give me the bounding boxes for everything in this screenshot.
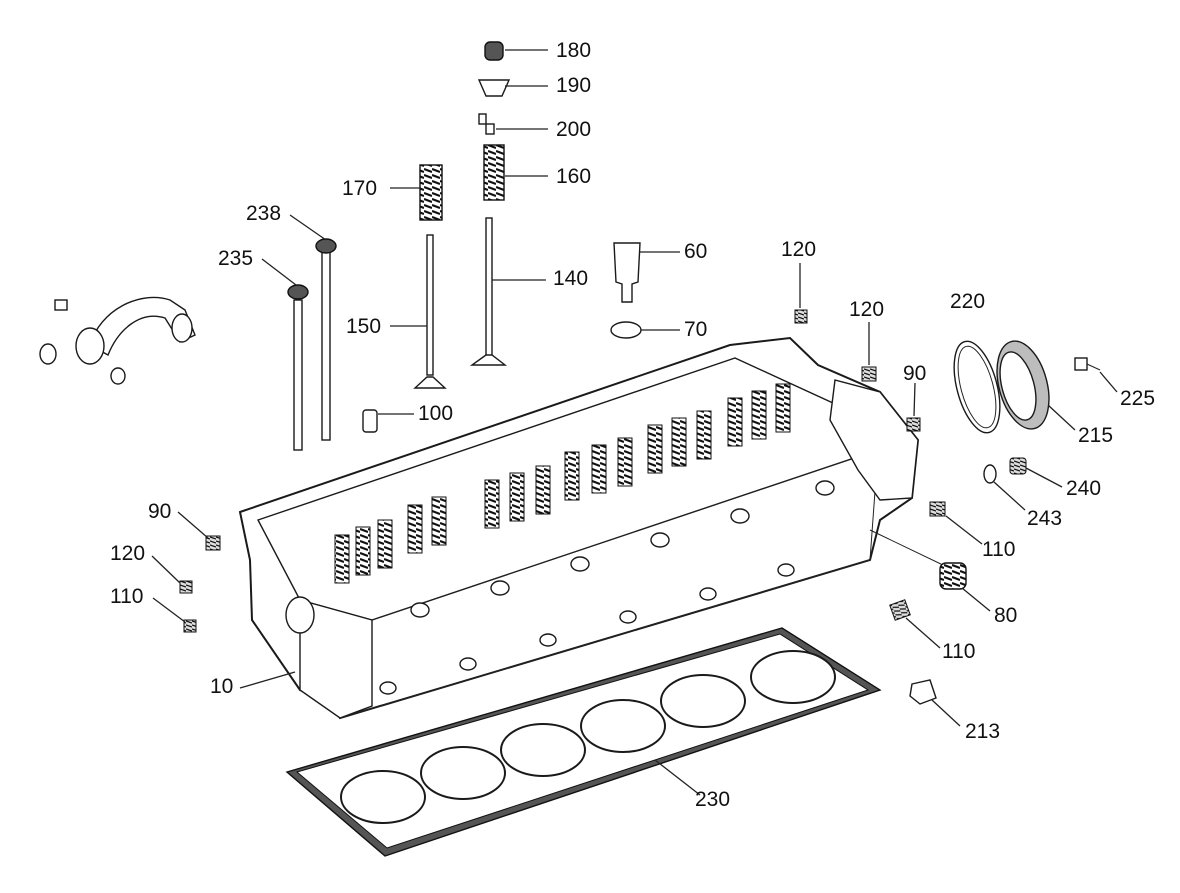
plug-120-right bbox=[861, 366, 877, 382]
label-230: 230 bbox=[695, 788, 730, 811]
label-235: 235 bbox=[218, 247, 253, 270]
label-150: 150 bbox=[346, 315, 381, 338]
label-225: 225 bbox=[1120, 387, 1155, 410]
label-120-left: 120 bbox=[110, 542, 145, 565]
label-140: 140 bbox=[553, 267, 588, 290]
injector-sleeve-60 bbox=[613, 242, 641, 303]
valve-guide-100 bbox=[362, 409, 378, 433]
label-100: 100 bbox=[418, 402, 453, 425]
valve-spring-cluster bbox=[334, 383, 791, 584]
label-110-right-upper: 110 bbox=[982, 538, 1015, 561]
label-110-left: 110 bbox=[110, 585, 143, 608]
valve-140 bbox=[469, 217, 508, 366]
plug-110-right-upper bbox=[929, 501, 946, 517]
head-gasket bbox=[285, 627, 882, 857]
cylinder-head bbox=[238, 336, 920, 720]
label-120-top: 120 bbox=[781, 238, 816, 261]
plug-110-right-lower bbox=[889, 599, 911, 621]
plug-110-left bbox=[183, 619, 197, 633]
label-160: 160 bbox=[556, 165, 591, 188]
label-110-right-lower: 110 bbox=[942, 640, 975, 663]
bolt-225 bbox=[1074, 357, 1101, 371]
valve-spring-170 bbox=[419, 164, 443, 221]
valve-collet-200 bbox=[478, 113, 495, 135]
o-ring-243 bbox=[983, 464, 997, 484]
valve-150 bbox=[413, 234, 447, 389]
label-180: 180 bbox=[556, 39, 591, 62]
label-243: 243 bbox=[1027, 507, 1062, 530]
label-200: 200 bbox=[556, 118, 591, 141]
head-port-holes bbox=[285, 480, 835, 695]
label-240: 240 bbox=[1066, 477, 1101, 500]
sensor-80 bbox=[869, 529, 967, 590]
coolant-elbow-pipe bbox=[39, 296, 196, 385]
leader-lines bbox=[151, 49, 1118, 796]
label-213: 213 bbox=[965, 720, 1000, 743]
label-170: 170 bbox=[342, 177, 377, 200]
cover-215 bbox=[996, 340, 1050, 430]
valve-cap-180 bbox=[484, 41, 504, 61]
label-80: 80 bbox=[994, 604, 1017, 627]
label-10: 10 bbox=[210, 675, 233, 698]
label-190: 190 bbox=[556, 74, 591, 97]
plug-90-left bbox=[205, 535, 221, 551]
label-90-right: 90 bbox=[903, 362, 926, 385]
label-220: 220 bbox=[950, 290, 985, 313]
valve-spring-160 bbox=[483, 144, 505, 201]
plug-240 bbox=[1009, 457, 1027, 475]
label-215: 215 bbox=[1078, 424, 1113, 447]
spring-retainer-190 bbox=[477, 79, 511, 97]
plug-213 bbox=[909, 679, 937, 705]
label-90-left: 90 bbox=[148, 500, 171, 523]
label-60: 60 bbox=[684, 240, 707, 263]
plug-120-left bbox=[179, 580, 193, 594]
label-70: 70 bbox=[684, 318, 707, 341]
o-ring-70 bbox=[610, 321, 642, 339]
plug-120-top bbox=[794, 309, 808, 324]
plug-90-right bbox=[906, 417, 921, 432]
seal-ring-220 bbox=[953, 340, 1001, 434]
label-238: 238 bbox=[246, 202, 281, 225]
callout-labels: 180 190 200 160 170 238 235 60 120 140 2… bbox=[110, 39, 1155, 811]
head-bolt-235 bbox=[287, 284, 309, 451]
label-120-right: 120 bbox=[849, 298, 884, 321]
head-bolt-238 bbox=[315, 238, 337, 441]
